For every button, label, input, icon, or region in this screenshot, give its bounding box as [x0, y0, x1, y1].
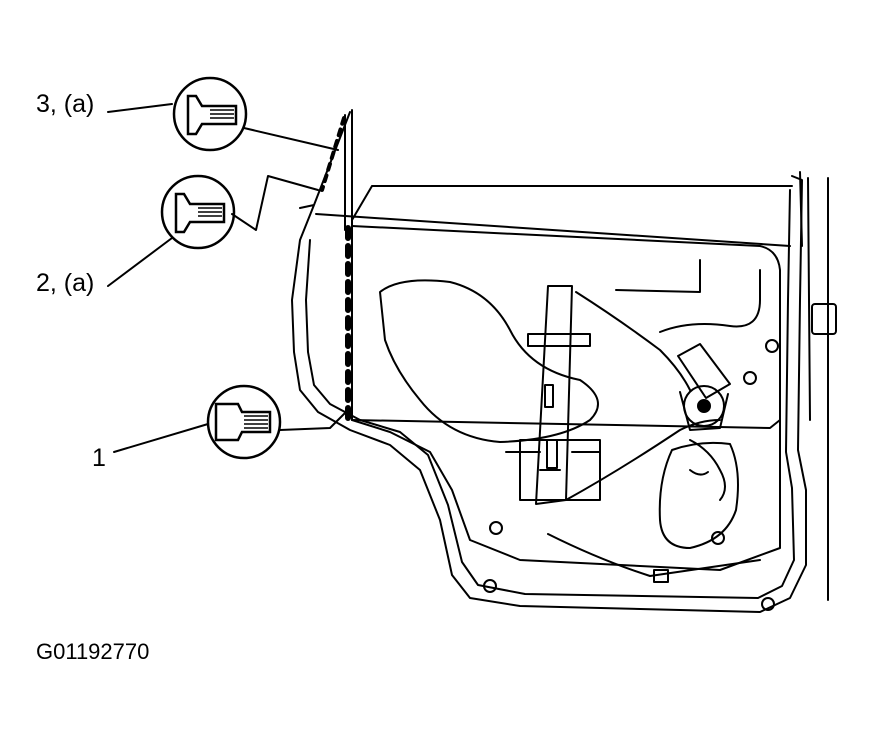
door-inner-shell	[305, 189, 795, 599]
bolt-1-detail	[206, 384, 282, 460]
callout-label-3: 3, (a)	[36, 90, 95, 118]
panel-cutout-left	[379, 279, 599, 443]
door-frame-rear	[799, 171, 829, 601]
hole	[711, 531, 725, 545]
figure-code: G01192770	[36, 639, 150, 664]
door-pillar	[344, 109, 353, 421]
callout-label-1: 1	[92, 444, 106, 472]
hole	[489, 521, 503, 535]
hole	[765, 339, 779, 353]
hole	[761, 597, 775, 611]
leader-bolt-3	[243, 127, 339, 151]
latch-striker	[811, 303, 837, 335]
window-regulator	[505, 285, 721, 505]
callout-leader-3	[107, 103, 173, 113]
callout-leader-1	[113, 423, 209, 453]
panel-cutout-lower-right	[658, 441, 739, 549]
door-top-edge	[315, 185, 793, 247]
connector	[653, 569, 669, 583]
bolt-3-detail	[172, 76, 248, 152]
callout-label-2: 2, (a)	[36, 269, 95, 297]
leader-bolt-1	[279, 411, 347, 431]
bolt-2-detail	[160, 174, 236, 250]
panel-cutout-upper-right	[615, 259, 761, 333]
inner-panel-lower	[351, 419, 781, 571]
seal-line-upper	[320, 116, 346, 192]
regulator-motor	[677, 343, 731, 431]
hole	[483, 579, 497, 593]
panel-bottom-line	[547, 533, 761, 577]
leader-bolt-2	[231, 175, 319, 231]
hole	[743, 371, 757, 385]
inner-panel	[351, 225, 781, 429]
callout-leader-2	[107, 237, 173, 287]
wiring-harness	[689, 439, 726, 501]
